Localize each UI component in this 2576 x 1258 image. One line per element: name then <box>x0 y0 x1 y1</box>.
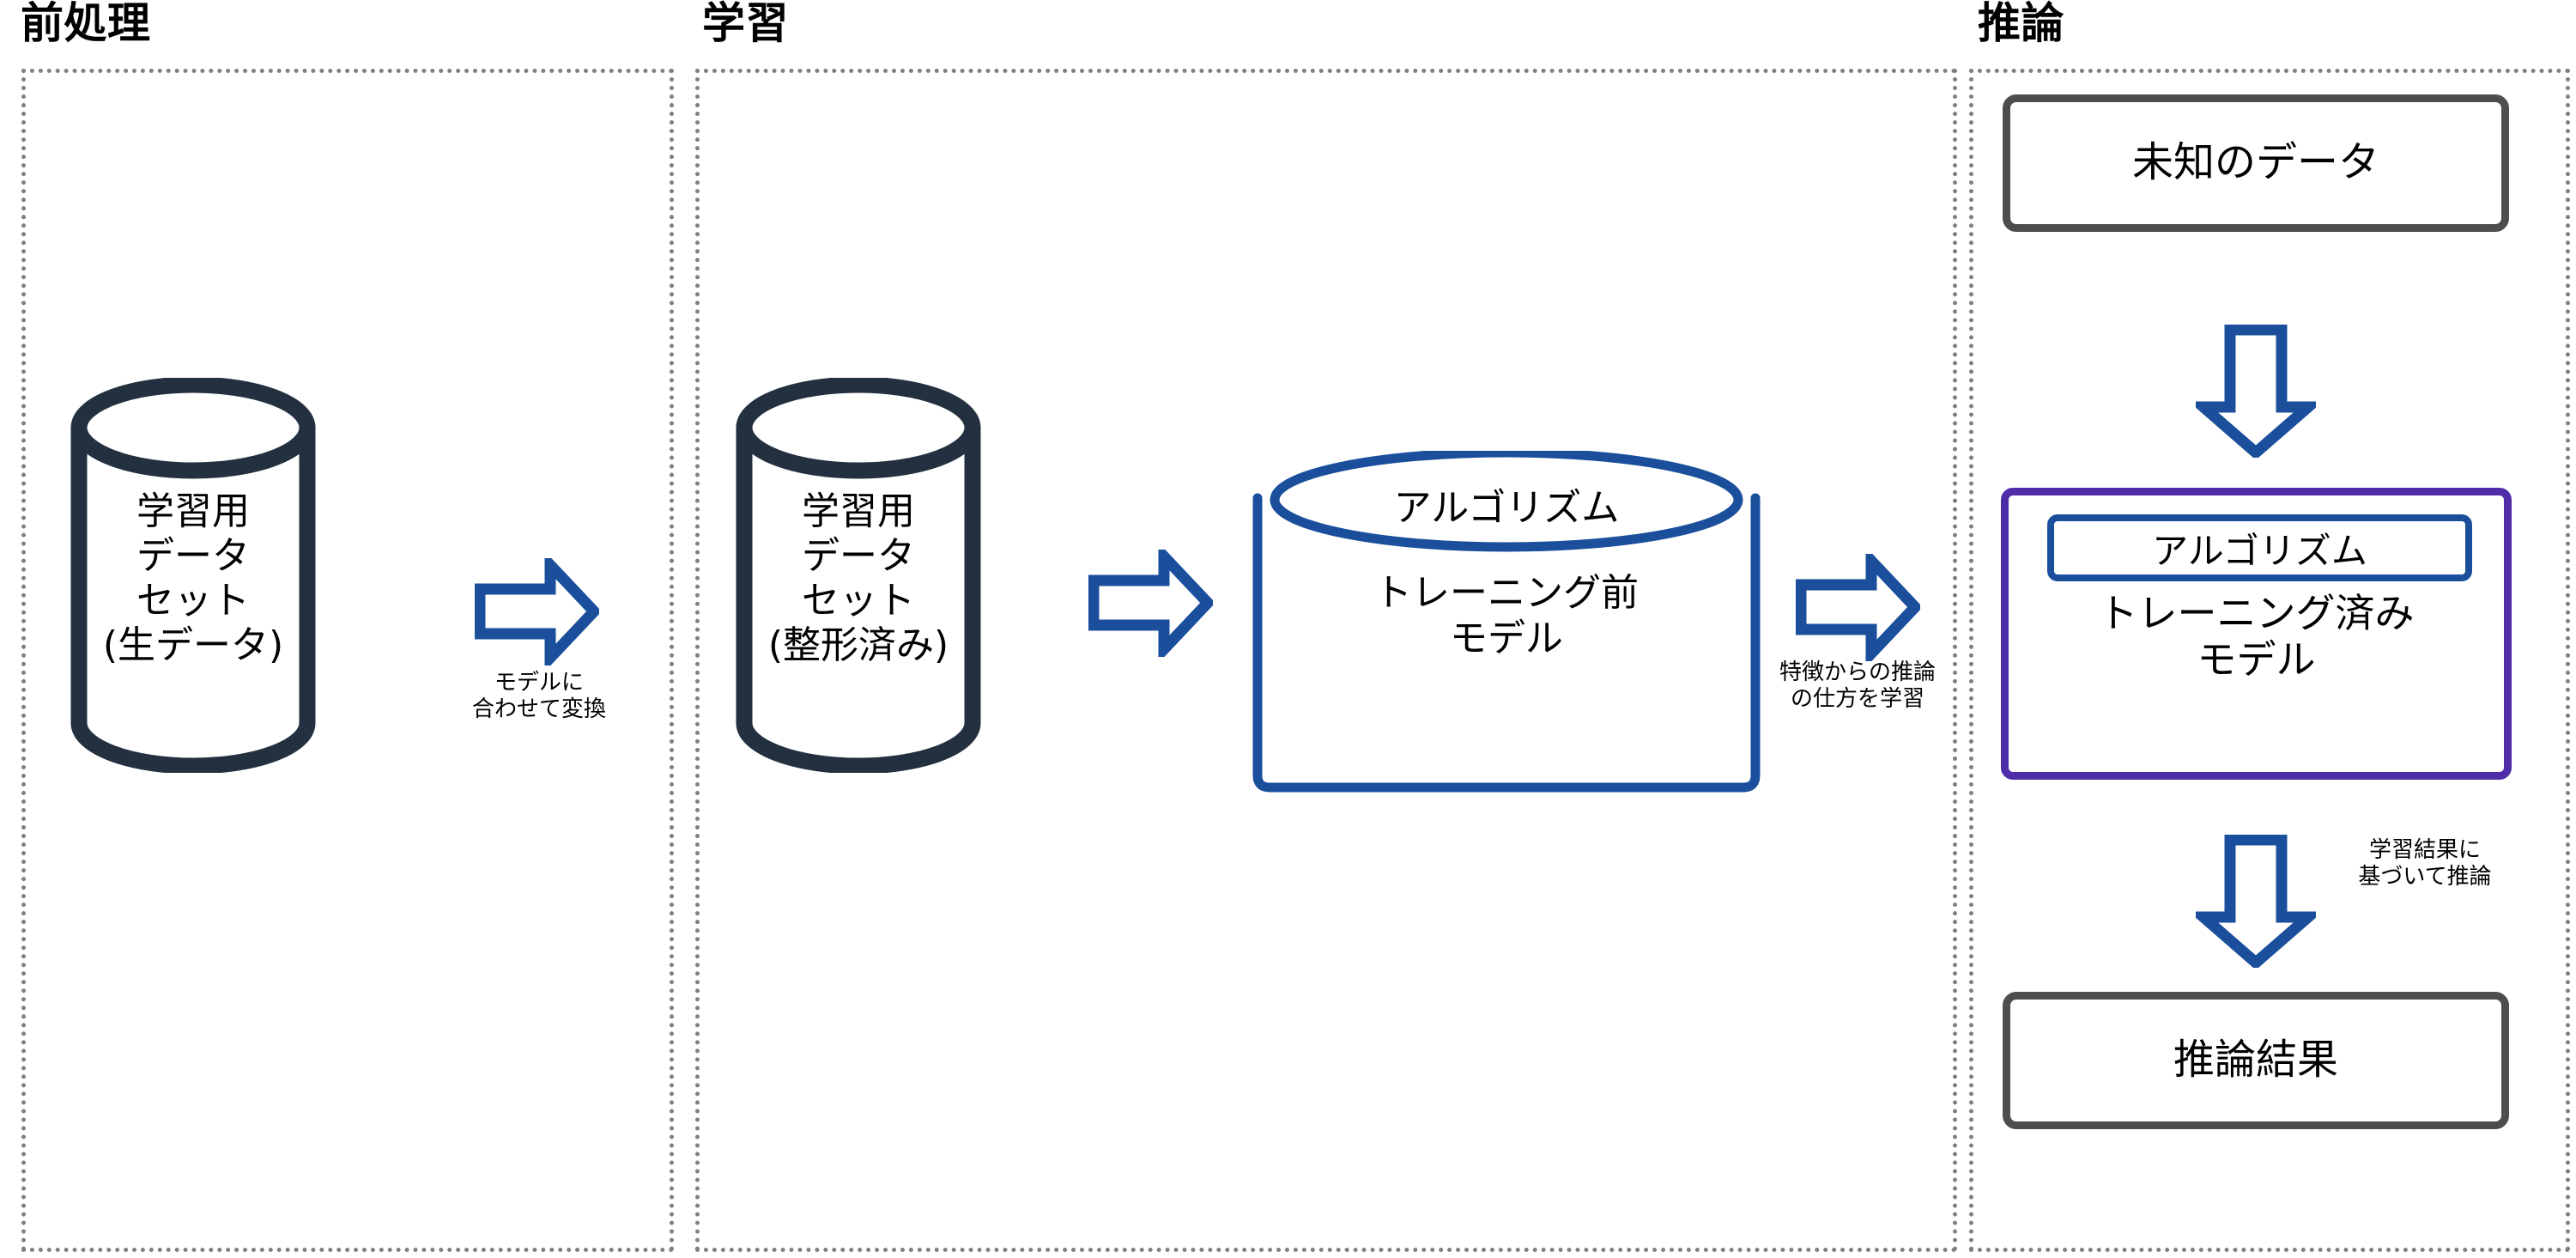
node-unknown-data: 未知のデータ <box>2003 94 2509 232</box>
section-title-inference: 推論 <box>1978 0 2064 48</box>
arrow-transform-icon <box>475 558 599 665</box>
unknown-data-label: 未知のデータ <box>2131 138 2379 187</box>
section-title-preprocessing: 前処理 <box>21 0 151 48</box>
panel-training <box>695 69 1957 1252</box>
trained-model-label: トレーニング済み モデル <box>2098 590 2415 684</box>
panel-inference <box>1969 69 2570 1252</box>
cylinder-shape-icon <box>70 378 316 773</box>
inference-result-label: 推論結果 <box>2173 1036 2338 1085</box>
pretrained-model-label: トレーニング前 モデル <box>1374 571 1639 660</box>
arrow-feed-training-icon <box>1088 550 1213 657</box>
arrow-produce-result-caption: 学習結果に 基づいて推論 <box>2358 837 2492 890</box>
arrow-produce-result-icon <box>2196 835 2316 968</box>
pretrained-model-algorithm-label: アルゴリズム <box>1393 486 1620 530</box>
cylinder-shape-icon <box>736 378 981 773</box>
section-title-training: 学習 <box>702 0 789 48</box>
node-pretrained-model: アルゴリズム トレーニング前 モデル <box>1249 451 1764 794</box>
arrow-learn-inference-icon <box>1796 554 1920 661</box>
arrow-transform-caption: モデルに 合わせて変換 <box>471 670 606 722</box>
can-shape-icon <box>1252 451 1761 793</box>
cylinder-raw-dataset: 学習用 データ セット (生データ) <box>69 378 318 773</box>
arrow-apply-data-icon <box>2196 325 2316 458</box>
node-inference-result: 推論結果 <box>2003 992 2509 1129</box>
trained-model-algorithm-chip: アルゴリズム <box>2047 514 2472 581</box>
cylinder-clean-dataset-label: 学習用 データ セット (整形済み) <box>767 489 949 667</box>
cylinder-clean-dataset: 学習用 データ セット (整形済み) <box>734 378 983 773</box>
cylinder-raw-dataset-label: 学習用 データ セット (生データ) <box>102 489 284 667</box>
node-trained-model: アルゴリズム トレーニング済み モデル <box>2001 488 2512 780</box>
arrow-learn-inference-caption: 特徴からの推論 の仕方を学習 <box>1779 659 1936 712</box>
panel-preprocessing <box>21 69 674 1252</box>
